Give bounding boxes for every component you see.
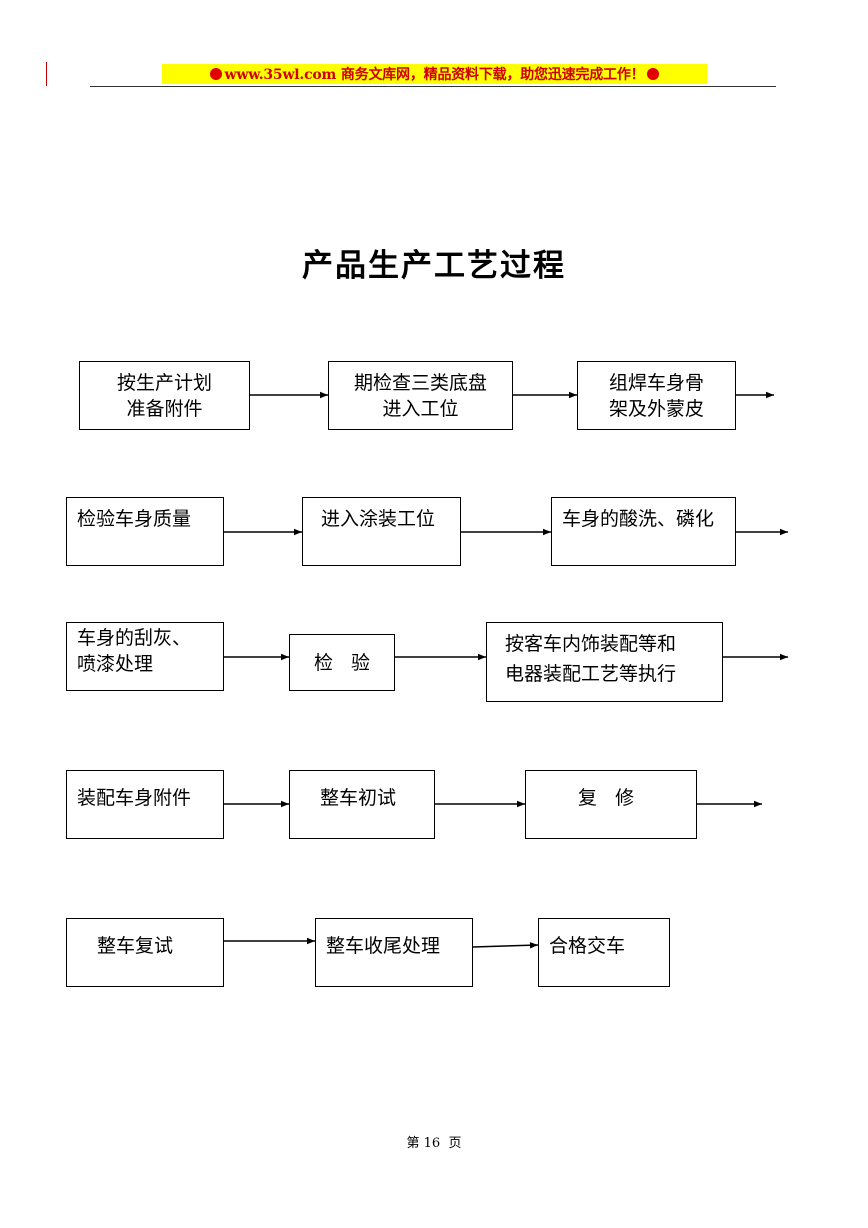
header-rule <box>90 86 776 87</box>
flow-step-putty-spray: 车身的刮灰、 喷漆处理 <box>66 622 224 691</box>
page-number: 第 16 页 <box>406 1136 462 1151</box>
flow-step-pickling: 车身的酸洗、磷化 <box>551 497 736 566</box>
margin-mark <box>46 62 47 86</box>
flow-step-label: 合格交车 <box>549 935 626 957</box>
flow-step-label: 复 修 <box>578 787 635 809</box>
flow-step-label: 期检查三类底盘 进入工位 <box>353 371 487 420</box>
flow-step-label: 组焊车身骨 架及外蒙皮 <box>608 371 704 420</box>
flow-step-weld-frame: 组焊车身骨 架及外蒙皮 <box>577 361 736 430</box>
flow-step-label: 进入涂装工位 <box>321 508 436 530</box>
header-banner: www.35wl.com 商务文库网，精品资料下载，助您迅速完成工作！ <box>162 64 707 84</box>
flow-step-label: 按生产计划 准备附件 <box>116 371 212 420</box>
flow-step-prepare-parts: 按生产计划 准备附件 <box>79 361 250 430</box>
flow-step-label: 按客车内饰装配等和 电器装配工艺等执行 <box>505 633 677 685</box>
flow-step-paint-station: 进入涂装工位 <box>302 497 461 566</box>
flow-step-inspection: 检 验 <box>289 634 395 691</box>
flow-step-label: 车身的酸洗、磷化 <box>562 508 715 530</box>
flow-step-label: 整车初试 <box>320 787 397 809</box>
flow-step-label: 检验车身质量 <box>77 508 192 530</box>
flow-step-retest: 整车复试 <box>66 918 224 987</box>
flow-step-initial-test: 整车初试 <box>289 770 435 839</box>
flow-step-interior-electrical: 按客车内饰装配等和 电器装配工艺等执行 <box>486 622 723 702</box>
flow-step-inspect-body: 检验车身质量 <box>66 497 224 566</box>
arrow-r5-2 <box>472 942 539 949</box>
flow-step-finishing: 整车收尾处理 <box>315 918 473 987</box>
bullet-icon <box>647 68 660 80</box>
flow-step-label: 装配车身附件 <box>77 787 192 809</box>
flow-step-label: 检 验 <box>313 651 371 674</box>
bullet-icon <box>209 68 222 80</box>
page-title: 产品生产工艺过程 <box>302 248 566 284</box>
flow-step-label: 整车收尾处理 <box>326 935 441 957</box>
flow-step-label: 整车复试 <box>97 935 174 957</box>
flow-step-assemble-accessories: 装配车身附件 <box>66 770 224 839</box>
flow-step-delivery: 合格交车 <box>538 918 670 987</box>
flow-step-repair: 复 修 <box>525 770 697 839</box>
banner-text: www.35wl.com 商务文库网，精品资料下载，助您迅速完成工作！ <box>224 67 645 83</box>
flow-step-label: 车身的刮灰、 喷漆处理 <box>77 627 192 675</box>
flow-step-chassis-check: 期检查三类底盘 进入工位 <box>328 361 513 430</box>
